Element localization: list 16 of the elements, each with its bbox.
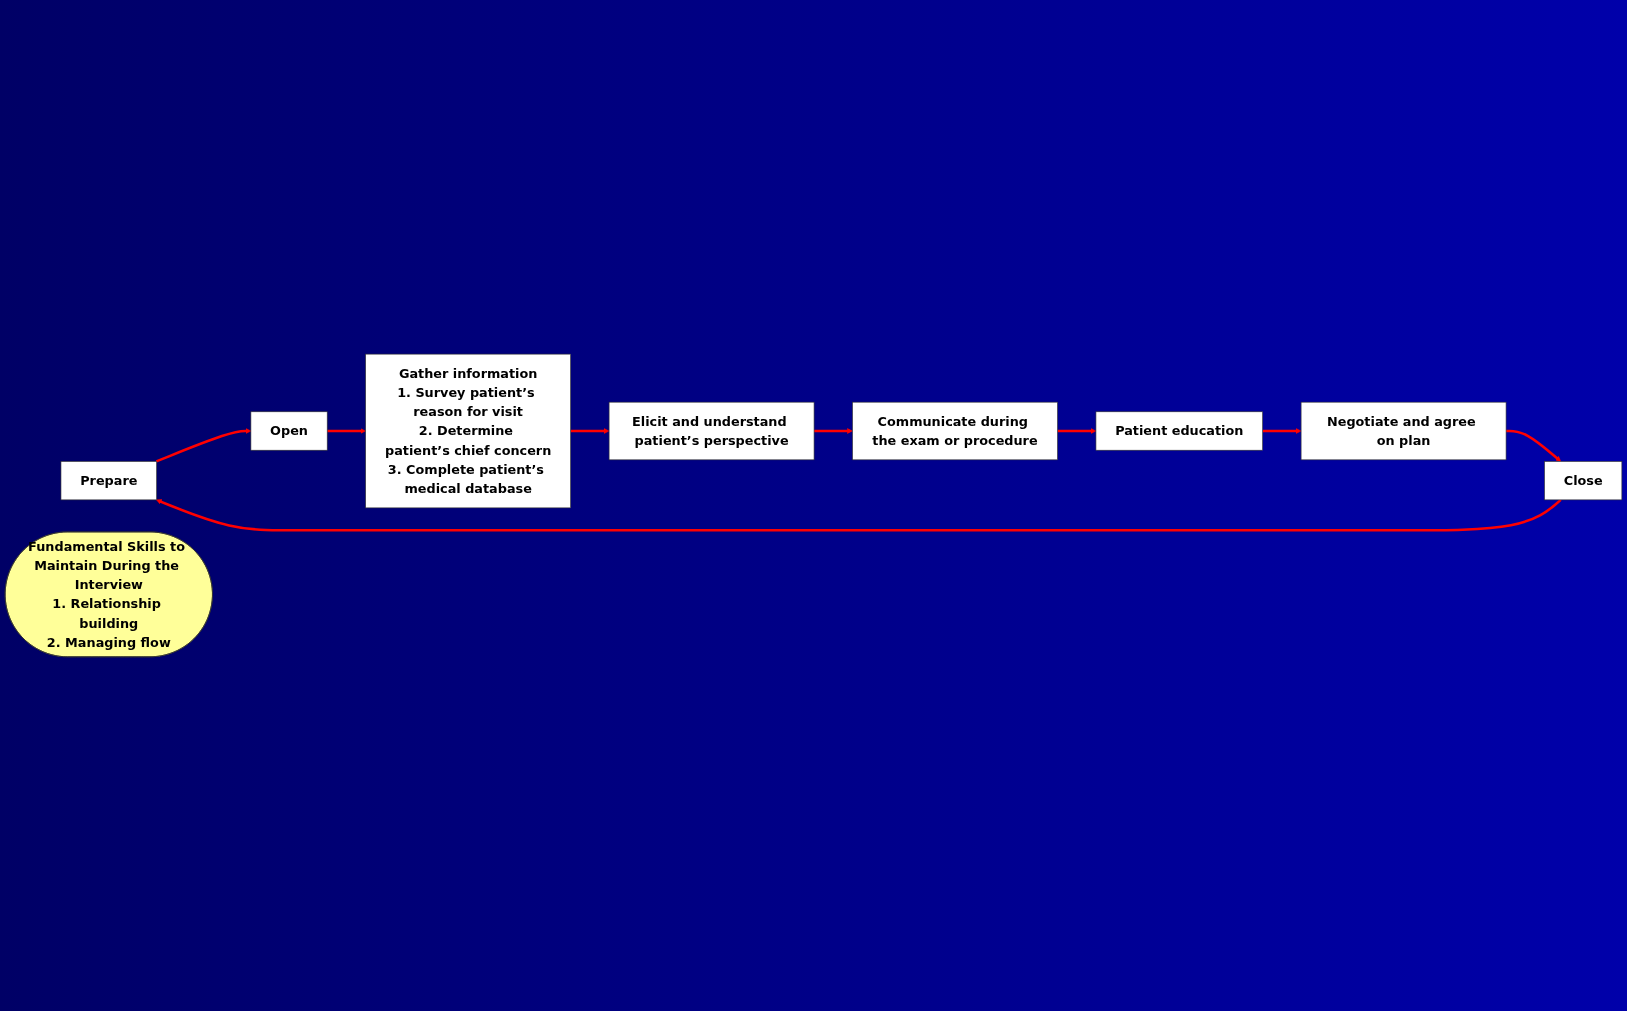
- arrow: [1262, 428, 1302, 434]
- arrow: [814, 428, 853, 434]
- node-box: Gather information 1. Survey patient’s reason for visit 2. Determine patient’s chief concern 3. Complete patient’s medical database: [365, 353, 571, 509]
- node-box: Prepare: [60, 461, 157, 501]
- arrow: [1506, 429, 1562, 462]
- node-box: Patient education: [1095, 411, 1263, 451]
- arrow: [155, 428, 252, 463]
- node-box: Negotiate and agree on plan: [1300, 401, 1507, 461]
- arrow: [1057, 428, 1097, 434]
- node-box: Close: [1544, 461, 1623, 501]
- node-box: Elicit and understand patient’s perspective: [608, 401, 815, 461]
- node-box: Communicate during the exam or procedure: [852, 401, 1058, 461]
- arrow: [327, 428, 366, 434]
- arrow: [156, 498, 1562, 532]
- arrow: [570, 428, 610, 434]
- node-box: Open: [250, 411, 328, 451]
